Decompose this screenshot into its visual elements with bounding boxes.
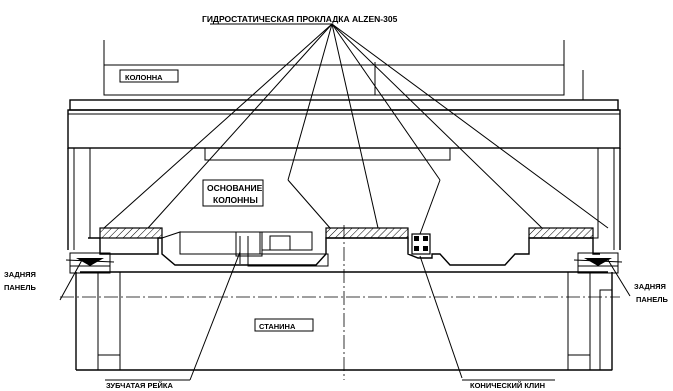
label-back-panel-right-line2: ПАНЕЛЬ: [636, 295, 668, 304]
label-column-base-line2: КОЛОННЫ: [213, 195, 258, 205]
column: [103, 40, 584, 100]
leader-lines: [59, 23, 631, 381]
pad-left: [99, 227, 163, 239]
label-frames: [105, 23, 555, 381]
pad-right: [528, 227, 594, 239]
label-conical-wedge: КОНИЧЕСКИЙ КЛИН: [470, 381, 545, 390]
label-bed: СТАНИНА: [259, 322, 296, 331]
center-lines: [60, 225, 620, 380]
conical-wedge: [411, 233, 431, 255]
column-base: [67, 99, 621, 250]
hydrostatic-pads: [99, 227, 594, 239]
label-back-panel-right-line1: ЗАДНЯЯ: [634, 282, 666, 291]
pad-center: [325, 227, 409, 239]
rack-assembly: [179, 231, 329, 267]
back-panel-left: [65, 252, 115, 274]
label-hydrostatic-pad: ГИДРОСТАТИЧЕСКАЯ ПРОКЛАДКА ALZEN-305: [202, 14, 398, 24]
label-rack: ЗУБЧАТАЯ РЕЙКА: [106, 381, 173, 390]
label-back-panel-left-line2: ПАНЕЛЬ: [4, 283, 36, 292]
label-column-base-line1: ОСНОВАНИЕ: [207, 183, 263, 193]
back-panel-right: [573, 252, 623, 274]
label-back-panel-left-line1: ЗАДНЯЯ: [4, 270, 36, 279]
label-column: КОЛОННА: [125, 73, 163, 82]
